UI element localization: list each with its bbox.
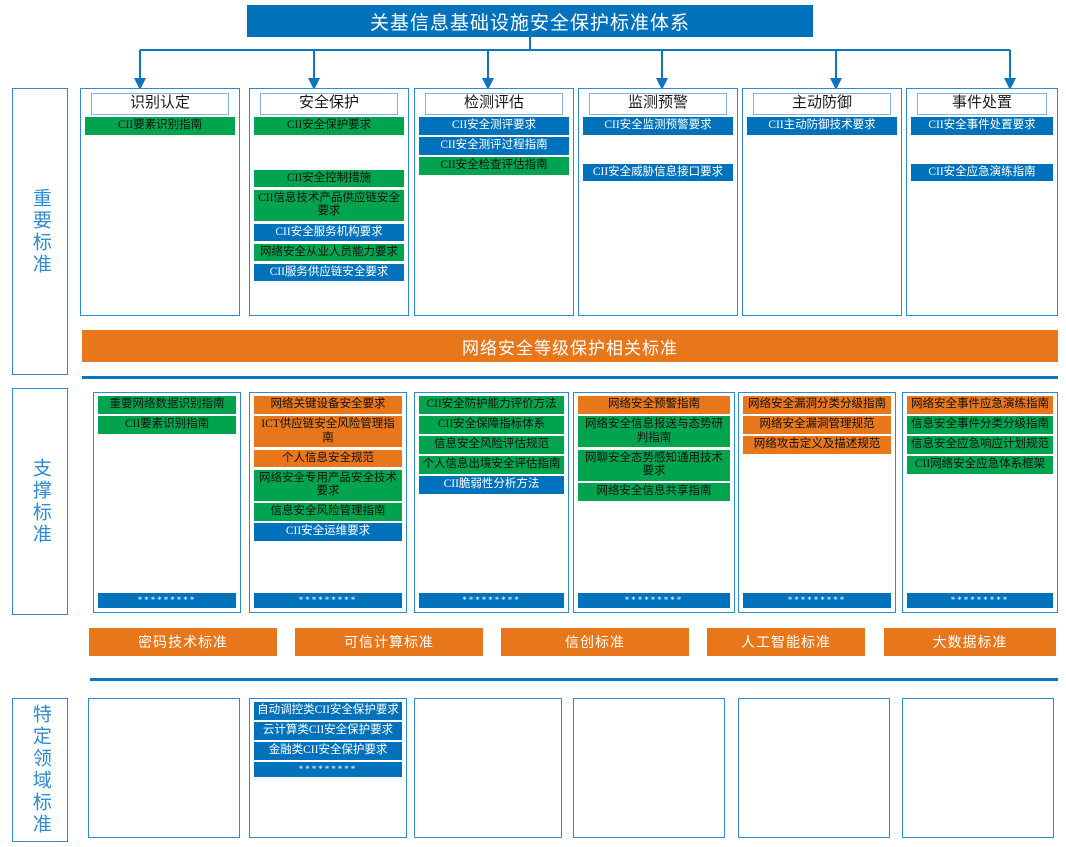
std-chip-more[interactable]: *********	[578, 593, 730, 608]
std-chip[interactable]: 个人信息出境安全评估指南	[419, 456, 564, 474]
std-chip-more[interactable]: *********	[254, 762, 402, 777]
std-chip-more[interactable]: *********	[419, 593, 564, 608]
std-chip[interactable]: 网聊安全态势感知通用技术要求	[578, 449, 730, 481]
support-panel-2: 网络关键设备安全要求 ICT供应链安全风险管理指南 个人信息安全规范 网络安全专…	[249, 392, 407, 613]
std-chip-more[interactable]: *********	[743, 593, 891, 608]
domain-panel-1	[88, 698, 240, 838]
section-label-support-text: 支撑标准	[29, 457, 51, 546]
std-chip[interactable]: 网络安全专用产品安全技术要求	[254, 469, 402, 501]
std-chip[interactable]: CII网络安全应急体系框架	[907, 456, 1053, 474]
std-chip[interactable]: 自动调控类CII安全保护要求	[254, 702, 402, 720]
std-chip[interactable]: 个人信息安全规范	[254, 449, 402, 468]
std-chip[interactable]: CII安全测评要求	[419, 117, 569, 135]
std-chip[interactable]: 网络攻击定义及描述规范	[743, 436, 891, 454]
panel-header-protection: 安全保护	[260, 93, 398, 116]
std-chip[interactable]: CII安全保护要求	[254, 117, 404, 135]
std-chip[interactable]: CII安全监测预警要求	[583, 117, 733, 135]
std-chip[interactable]: CII安全服务机构要求	[254, 223, 404, 242]
std-chip-more[interactable]: *********	[907, 593, 1053, 608]
support-panel-6: 网络安全事件应急演练指南 信息安全事件分类分级指南 信息安全应急响应计划规范 C…	[902, 392, 1058, 613]
std-chip[interactable]: 网络安全信息共享指南	[578, 483, 730, 501]
std-chip[interactable]: 网络安全漏洞分类分级指南	[743, 396, 891, 414]
tech-tile-bigdata[interactable]: 大数据标准	[884, 628, 1056, 656]
std-chip[interactable]: 信息安全风险评估规范	[419, 436, 564, 454]
std-chip[interactable]: 信息安全风险管理指南	[254, 503, 402, 521]
domain-panel-6	[902, 698, 1054, 838]
section-label-important-text: 重要标准	[29, 187, 51, 276]
panel-header-assessment: 检测评估	[425, 93, 563, 116]
std-chip[interactable]: CII安全应急演练指南	[911, 163, 1053, 182]
panel-header-active-defense: 主动防御	[753, 93, 891, 116]
std-chip[interactable]: 网络安全事件应急演练指南	[907, 396, 1053, 414]
tech-tile-trusted[interactable]: 可信计算标准	[295, 628, 483, 656]
std-chip[interactable]: CII安全事件处置要求	[911, 117, 1053, 135]
std-chip[interactable]: 网络安全预警指南	[578, 396, 730, 414]
section-label-domain-text: 特定领域标准	[29, 704, 51, 836]
std-chip[interactable]: CII要素识别指南	[85, 117, 235, 135]
std-chip-more[interactable]: *********	[98, 593, 236, 608]
domain-panel-4	[573, 698, 725, 838]
std-chip[interactable]: 信息安全事件分类分级指南	[907, 416, 1053, 434]
std-chip-spacer	[911, 137, 1053, 161]
std-chip[interactable]: 金融类CII安全保护要求	[254, 742, 402, 760]
std-chip[interactable]: CII服务供应链安全要求	[254, 263, 404, 282]
panel-active-defense: 主动防御 CII主动防御技术要求	[742, 88, 902, 316]
std-chip[interactable]: CII要素识别指南	[98, 416, 236, 434]
panel-header-incident-handling: 事件处置	[917, 93, 1047, 116]
panel-monitoring: 监测预警 CII安全监测预警要求 CII安全威胁信息接口要求	[578, 88, 738, 316]
std-chip[interactable]: 网络安全从业人员能力要求	[254, 243, 404, 262]
std-chip[interactable]: CII主动防御技术要求	[747, 117, 897, 135]
support-panel-3: CII安全防护能力评价方法 CII安全保障指标体系 信息安全风险评估规范 个人信…	[414, 392, 569, 613]
tech-tile-ai[interactable]: 人工智能标准	[707, 628, 865, 656]
dengbao-banner[interactable]: 网络安全等级保护相关标准	[82, 330, 1058, 362]
std-chip[interactable]: 云计算类CII安全保护要求	[254, 722, 402, 740]
panel-header-monitoring: 监测预警	[589, 93, 727, 116]
std-chip-spacer	[583, 137, 733, 161]
domain-panel-3	[414, 698, 562, 838]
panel-identification: 识别认定 CII要素识别指南	[80, 88, 240, 316]
panel-header-identification: 识别认定	[91, 93, 229, 116]
std-chip[interactable]: 网络安全漏洞管理规范	[743, 416, 891, 434]
diagram-title: 关基信息基础设施安全保护标准体系	[247, 5, 813, 37]
std-chip[interactable]: CII安全保障指标体系	[419, 416, 564, 434]
std-chip[interactable]: CII安全威胁信息接口要求	[583, 163, 733, 182]
std-chip[interactable]: ICT供应链安全风险管理指南	[254, 416, 402, 448]
std-chip[interactable]: CII安全防护能力评价方法	[419, 396, 564, 414]
panel-protection: 安全保护 CII安全保护要求 CII安全控制措施 CII信息技术产品供应链安全要…	[249, 88, 409, 316]
std-chip[interactable]: CII脆弱性分析方法	[419, 476, 564, 494]
support-panel-5: 网络安全漏洞分类分级指南 网络安全漏洞管理规范 网络攻击定义及描述规范 ****…	[738, 392, 896, 613]
section-label-support: 支撑标准	[12, 388, 68, 615]
tech-tile-crypto[interactable]: 密码技术标准	[89, 628, 277, 656]
std-chip[interactable]: 重要网络数据识别指南	[98, 396, 236, 414]
domain-panel-5	[738, 698, 890, 838]
std-chip[interactable]: 网络关键设备安全要求	[254, 396, 402, 414]
support-panel-1: 重要网络数据识别指南 CII要素识别指南 *********	[93, 392, 241, 613]
std-chip-spacer	[254, 137, 404, 167]
divider-rule-top	[82, 376, 1058, 379]
connector-lines	[134, 37, 1016, 90]
std-chip[interactable]: CII安全检查评估指南	[419, 157, 569, 175]
std-chip[interactable]: CII安全控制措施	[254, 169, 404, 188]
std-chip[interactable]: CII安全测评过程指南	[419, 137, 569, 155]
std-chip[interactable]: 信息安全应急响应计划规范	[907, 436, 1053, 454]
std-chip-more[interactable]: *********	[254, 593, 402, 608]
std-chip[interactable]: CII信息技术产品供应链安全要求	[254, 189, 404, 221]
section-label-important: 重要标准	[12, 88, 68, 375]
panel-incident-handling: 事件处置 CII安全事件处置要求 CII安全应急演练指南	[906, 88, 1058, 316]
section-label-domain: 特定领域标准	[12, 698, 68, 842]
std-chip[interactable]: CII安全运维要求	[254, 523, 402, 541]
domain-panel-2: 自动调控类CII安全保护要求 云计算类CII安全保护要求 金融类CII安全保护要…	[249, 698, 407, 838]
divider-rule-bottom	[90, 678, 1058, 681]
std-chip[interactable]: 网络安全信息报送与态势研判指南	[578, 416, 730, 448]
tech-tile-xinchuang[interactable]: 信创标准	[501, 628, 689, 656]
support-panel-4: 网络安全预警指南 网络安全信息报送与态势研判指南 网聊安全态势感知通用技术要求 …	[573, 392, 735, 613]
panel-assessment: 检测评估 CII安全测评要求 CII安全测评过程指南 CII安全检查评估指南	[414, 88, 574, 316]
